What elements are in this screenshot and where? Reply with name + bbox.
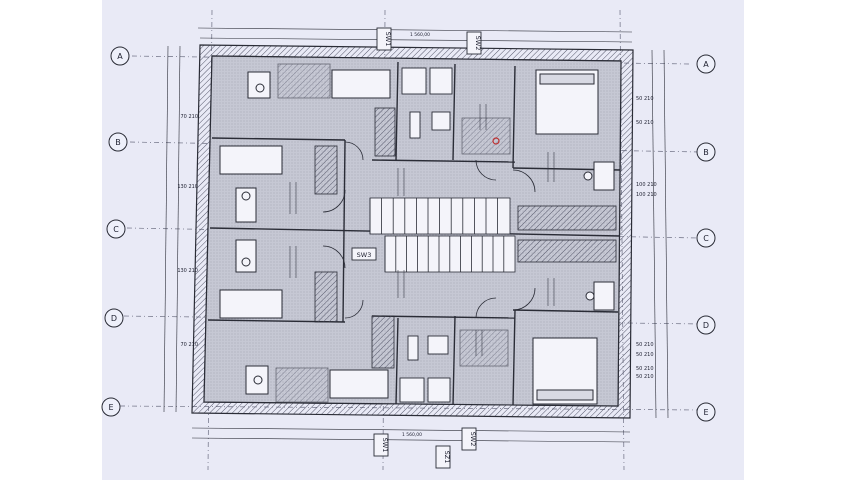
room-annotation-marks bbox=[289, 104, 555, 356]
dim-bottom-overall: 1 560,00 bbox=[402, 432, 422, 438]
axis-label-left-b: B bbox=[115, 138, 121, 147]
furniture bbox=[219, 69, 615, 405]
section-tag-sw3: SW3 bbox=[357, 251, 372, 259]
axis-bubbles bbox=[101, 46, 716, 422]
window-dim-left: 70 210 bbox=[181, 342, 199, 348]
window-dim-right: 50 210 bbox=[636, 366, 654, 372]
section-tag-sz1-bottom: SZ1 bbox=[443, 451, 451, 464]
window-dim-left: 130 210 bbox=[177, 268, 198, 274]
dim-top-overall: 1 560,00 bbox=[410, 32, 430, 38]
axis-label-right-a: A bbox=[703, 60, 709, 69]
axis-label-left-c: C bbox=[113, 225, 119, 234]
window-dim-left: 70 210 bbox=[181, 114, 199, 120]
bed-mid-left-2 bbox=[219, 289, 283, 319]
staircase bbox=[369, 197, 516, 273]
axis-label-right-b: B bbox=[703, 148, 709, 157]
axis-label-left-e: E bbox=[108, 403, 113, 412]
section-tag-sw1-top: SW1 bbox=[384, 32, 392, 47]
axis-label-right-c: C bbox=[703, 234, 709, 243]
axis-label-left-a: A bbox=[117, 52, 123, 61]
door-swings bbox=[322, 141, 536, 319]
section-tag-sw1-bottom: SW1 bbox=[381, 438, 389, 453]
bed-top-left bbox=[331, 69, 391, 99]
dimension-lines bbox=[163, 27, 669, 443]
bathroom-fixtures bbox=[399, 67, 453, 403]
section-tag-sw2-bottom: SW2 bbox=[469, 432, 477, 447]
desk-right-1 bbox=[593, 161, 615, 191]
axis-label-right-e: E bbox=[703, 408, 708, 417]
section-tag-boxes bbox=[351, 27, 482, 469]
bed-bottom-left bbox=[329, 369, 389, 399]
bed-mid-left-1 bbox=[219, 145, 283, 175]
desk-mid-left-2 bbox=[235, 239, 257, 273]
axis-label-left-d: D bbox=[111, 314, 117, 323]
red-marker bbox=[492, 137, 500, 145]
window-dim-right: 50 210 bbox=[636, 374, 654, 380]
window-dim-right: 50 210 bbox=[636, 342, 654, 348]
section-tag-sw2-top: SW2 bbox=[474, 36, 482, 51]
desk-mid-left-1 bbox=[235, 187, 257, 223]
window-dim-left: 130 210 bbox=[177, 184, 198, 190]
window-dim-right: 50 210 bbox=[636, 96, 654, 102]
window-dim-right: 50 210 bbox=[636, 120, 654, 126]
wardrobes bbox=[275, 63, 617, 403]
window-dim-right: 100 210 bbox=[636, 192, 657, 198]
window-dim-right: 50 210 bbox=[636, 352, 654, 358]
axis-label-right-d: D bbox=[703, 321, 709, 330]
window-dim-right: 100 210 bbox=[636, 182, 657, 188]
